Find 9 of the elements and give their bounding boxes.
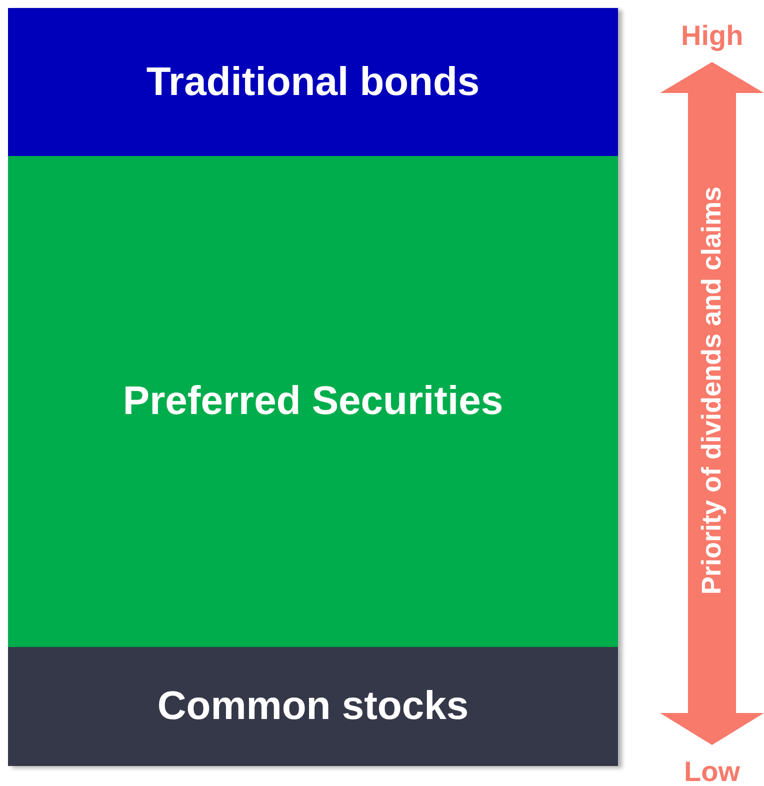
tier-label: Preferred Securities bbox=[122, 379, 504, 424]
scale-label: Low bbox=[684, 756, 740, 786]
tier-label: Common stocks bbox=[157, 684, 469, 729]
tier-block bbox=[8, 647, 618, 766]
axis-label: Priority of dividends and claims bbox=[696, 186, 728, 594]
tier-block bbox=[8, 8, 618, 156]
tier-block bbox=[8, 156, 618, 647]
scale-label: High bbox=[681, 20, 744, 52]
tier-label: Traditional bonds bbox=[146, 60, 480, 104]
